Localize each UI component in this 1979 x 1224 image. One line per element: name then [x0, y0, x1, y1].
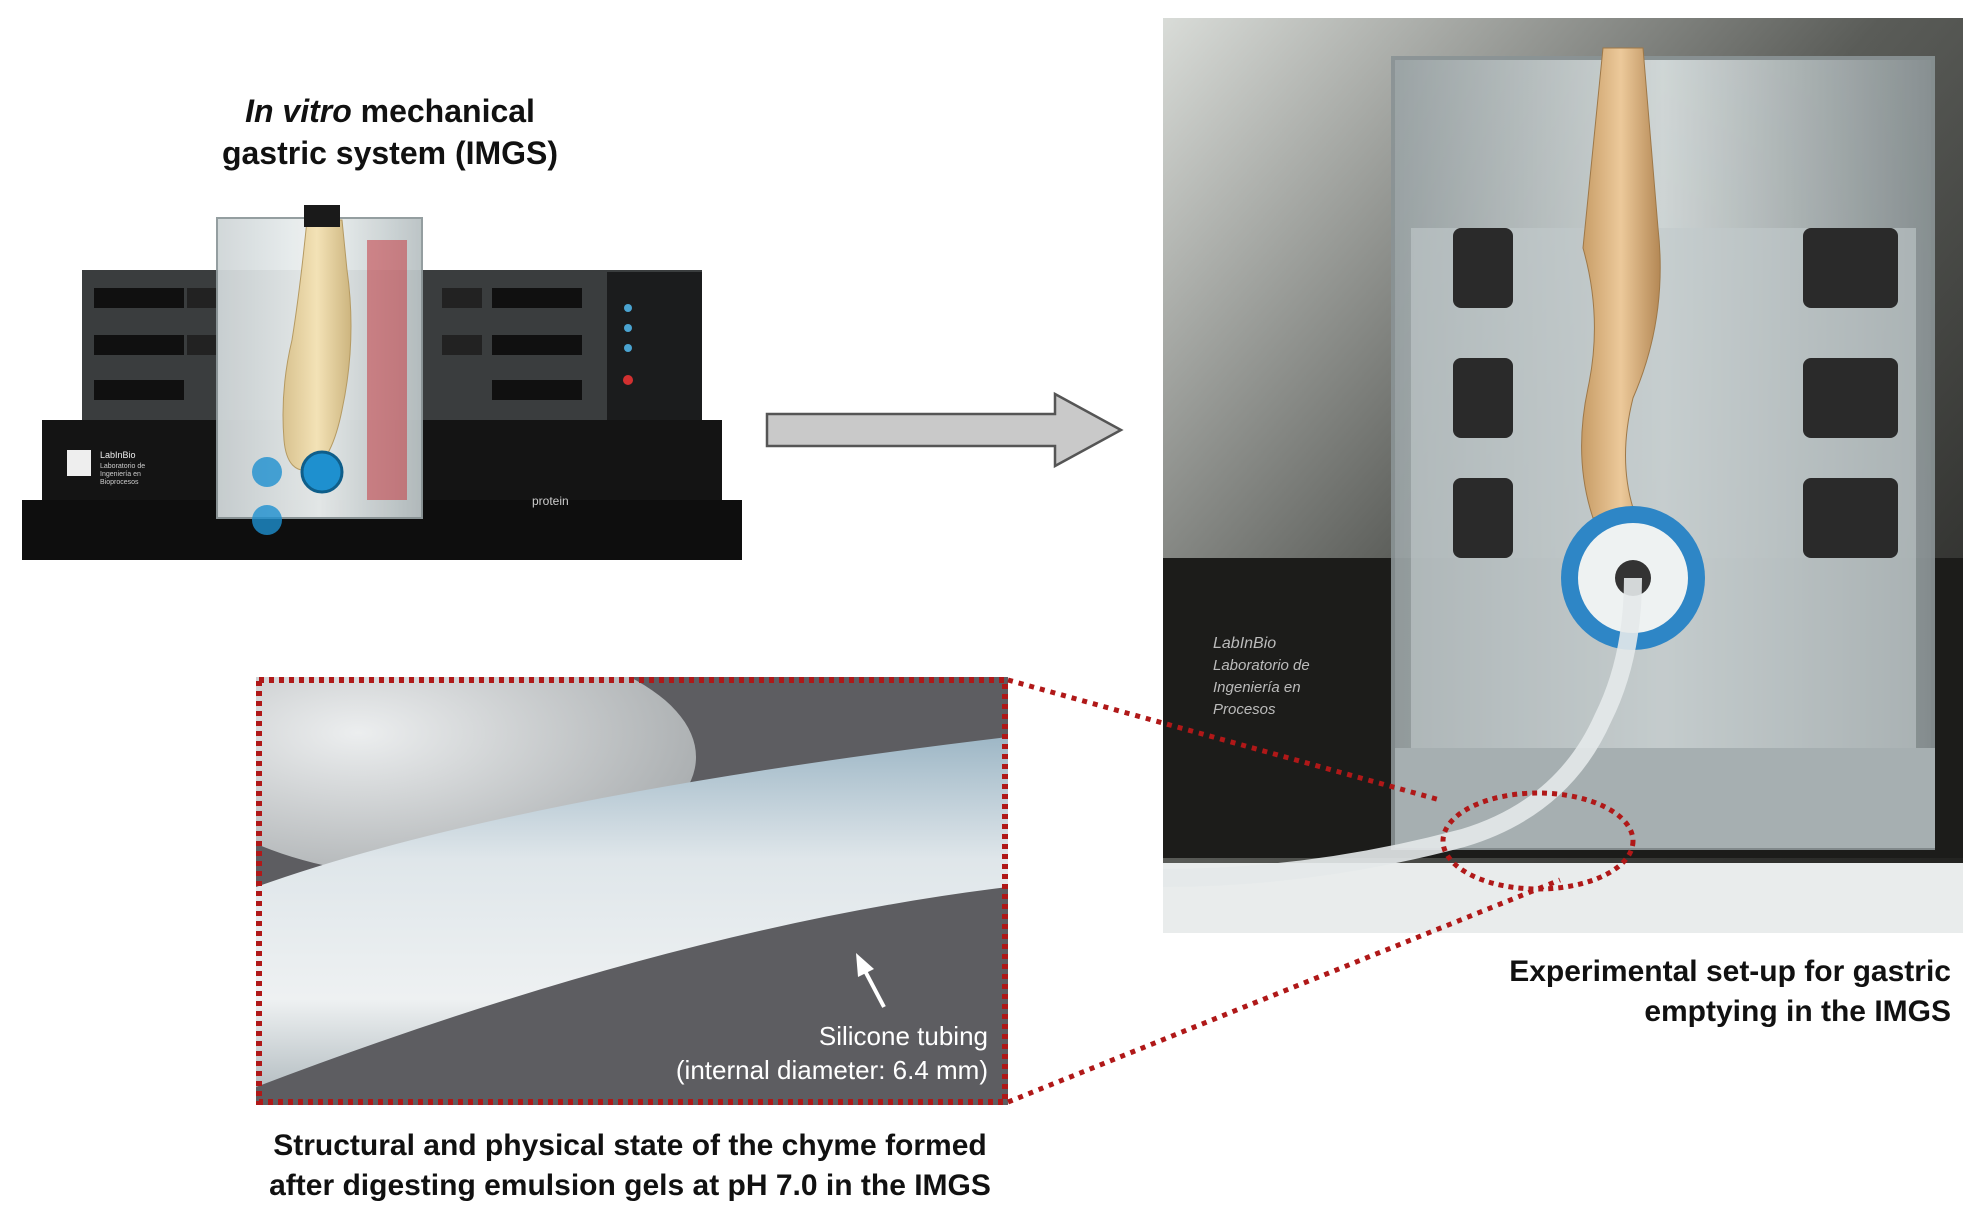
setup-lab-sub3: Procesos — [1213, 701, 1276, 718]
flow-arrow — [765, 391, 1124, 469]
setup-caption: Experimental set-up for gastric emptying… — [1509, 952, 1951, 1032]
device-lab-name: LabInBio — [100, 450, 136, 460]
device-stomach — [282, 219, 352, 472]
setup-rollers — [1453, 228, 1898, 558]
device-port-2 — [252, 505, 282, 535]
chyme-annotation-line2: (internal diameter: 6.4 mm) — [676, 1055, 988, 1085]
chyme-annotation-line1: Silicone tubing — [819, 1021, 988, 1051]
imgs-title-line1: In vitro mechanical — [130, 90, 650, 132]
setup-lab-sub2: Ingeniería en — [1213, 679, 1301, 696]
device-control-panel — [607, 272, 702, 422]
chyme-caption-line1: Structural and physical state of the chy… — [273, 1129, 987, 1162]
imgs-title-rest: mechanical — [351, 93, 535, 129]
setup-highlight-ellipse — [1440, 790, 1636, 892]
chyme-dotted-frame — [256, 677, 1008, 1105]
device-brand: protein — [532, 494, 569, 508]
device-lab-sub1: Laboratorio de — [100, 463, 145, 470]
setup-caption-line1: Experimental set-up for gastric — [1509, 955, 1951, 988]
chyme-pointer-arrow — [856, 953, 886, 1008]
imgs-title: In vitro mechanical gastric system (IMGS… — [130, 90, 650, 174]
device-rollers-right — [442, 288, 582, 400]
chyme-tube — [256, 737, 1008, 1087]
setup-caption-line2: emptying in the IMGS — [1644, 995, 1951, 1028]
chyme-caption-line2: after digesting emulsion gels at pH 7.0 … — [269, 1169, 991, 1202]
device-port-1 — [252, 457, 282, 487]
setup-lab-name: LabInBio — [1213, 635, 1276, 652]
setup-lab-sub1: Laboratorio de — [1213, 657, 1310, 674]
device-control-leds — [623, 304, 633, 385]
device-lab-sub2: Ingeniería en — [100, 471, 141, 478]
device-logo-icon — [67, 450, 91, 476]
device-top-cap — [304, 205, 340, 227]
experimental-setup-photo: LabInBio Laboratorio de Ingeniería en Pr… — [1163, 18, 1963, 933]
chyme-closeup-photo: Silicone tubing (internal diameter: 6.4 … — [256, 677, 1008, 1105]
imgs-title-italic: In vitro — [245, 93, 352, 129]
imgs-title-line2: gastric system (IMGS) — [221, 135, 559, 171]
imgs-device-photo: LabInBio Laboratorio de Ingeniería en Bi… — [22, 205, 742, 560]
setup-silicone-tube — [1163, 577, 1642, 887]
flow-arrow-shape — [765, 391, 1124, 469]
device-pistons — [367, 240, 407, 500]
device-lab-sub3: Bioprocesos — [100, 479, 139, 486]
chyme-caption: Structural and physical state of the chy… — [200, 1126, 1060, 1206]
device-blue-outlet — [300, 450, 344, 494]
device-rollers-left — [94, 288, 217, 400]
